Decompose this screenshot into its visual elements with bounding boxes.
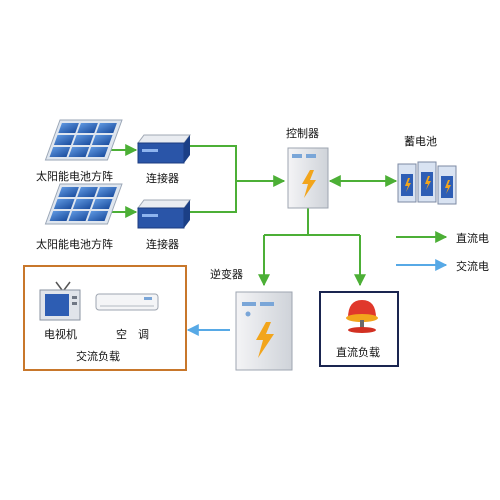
connector-1-label: 连接器 xyxy=(146,172,179,185)
solar-panel-icon xyxy=(44,183,123,225)
connector-icon xyxy=(137,134,191,164)
legend-ac-label: 交流电 xyxy=(456,260,489,273)
solar-panel-2-label: 太阳能电池方阵 xyxy=(36,238,113,251)
connector-icon xyxy=(137,199,191,229)
connector-2-label: 连接器 xyxy=(146,238,179,251)
inverter-icon xyxy=(235,291,293,371)
controller-label: 控制器 xyxy=(286,127,319,140)
ac-load-label: 交流负载 xyxy=(76,350,120,363)
lamp-icon xyxy=(346,300,378,333)
legend xyxy=(396,231,448,271)
inverter-label: 逆变器 xyxy=(210,268,243,281)
dc-load-label: 直流负载 xyxy=(336,346,380,359)
tv-icon xyxy=(39,281,81,321)
battery-icon xyxy=(397,161,457,205)
solar-panel-1-label: 太阳能电池方阵 xyxy=(36,170,113,183)
wire-connector2-junction xyxy=(190,181,237,213)
wire-connector1-junction xyxy=(190,145,237,181)
battery-label: 蓄电池 xyxy=(404,135,437,148)
controller-icon xyxy=(287,147,329,209)
legend-dc-label: 直流电 xyxy=(456,232,489,245)
air-conditioner-icon xyxy=(95,293,159,311)
air-conditioner-label: 空 调 xyxy=(116,328,149,341)
solar-panel-icon xyxy=(44,119,123,161)
tv-label: 电视机 xyxy=(44,328,77,341)
